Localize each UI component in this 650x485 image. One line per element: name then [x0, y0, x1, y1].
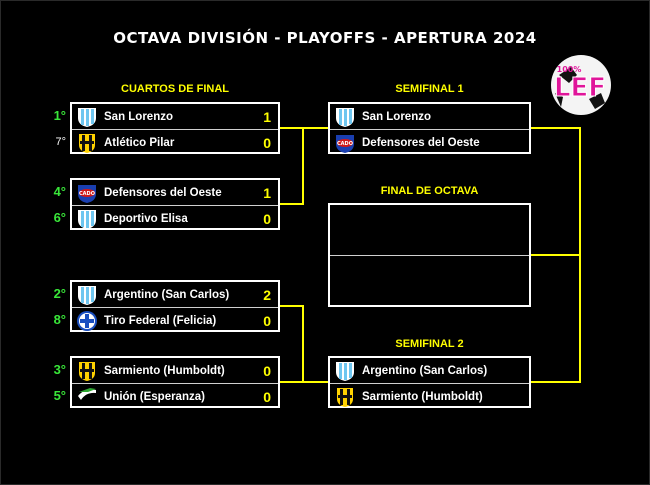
bracket-connector — [280, 381, 304, 383]
semifinal-match-2: Argentino (San Carlos) Sarmiento (Humbol… — [328, 356, 531, 408]
team-name: Atlético Pilar — [104, 136, 175, 149]
header-quarterfinals: CUARTOS DE FINAL — [121, 83, 229, 95]
bracket-connector — [280, 305, 304, 307]
match-row-home: San Lorenzo — [330, 104, 529, 130]
team-score: 0 — [263, 210, 271, 227]
team-score: 0 — [263, 362, 271, 379]
blue-red-crest-icon: CADO — [78, 184, 96, 203]
green-white-crest-icon — [78, 387, 96, 400]
team-name: San Lorenzo — [104, 110, 174, 123]
final-match — [328, 203, 531, 307]
quarterfinal-match-2: CADO Defensores del Oeste 1 Deportivo El… — [70, 178, 280, 230]
blue-cross-crest-icon — [77, 310, 97, 331]
bracket-connector — [531, 381, 581, 383]
team-name: Deportivo Elisa — [104, 212, 188, 225]
league-logo-icon: LEF 100% — [551, 55, 611, 115]
match-row-away: Atlético Pilar 0 — [72, 130, 278, 155]
sky-stripes-crest-icon — [78, 107, 96, 127]
match-row-away: Sarmiento (Humboldt) — [330, 384, 529, 409]
logo-badge: 100% — [557, 65, 582, 74]
bracket-connector — [531, 127, 581, 129]
quarterfinal-match-1: San Lorenzo 1 Atlético Pilar 0 — [70, 102, 280, 154]
bracket-connector — [531, 254, 581, 256]
seed-label: 6° — [53, 210, 66, 225]
bracket-connector — [302, 305, 304, 383]
match-row-home: Argentino (San Carlos) — [330, 358, 529, 384]
bracket-connector — [302, 381, 328, 383]
team-name: Unión (Esperanza) — [104, 390, 205, 403]
match-row-home: Sarmiento (Humboldt) 0 — [72, 358, 278, 384]
team-name: Argentino (San Carlos) — [104, 288, 230, 301]
seed-label: 1° — [53, 108, 66, 123]
team-name: San Lorenzo — [362, 110, 432, 123]
match-row-away: CADO Defensores del Oeste — [330, 130, 529, 155]
team-score: 1 — [263, 184, 271, 201]
seed-label: 7° — [55, 136, 66, 148]
sky-stripes-crest-icon — [78, 209, 96, 229]
team-score: 2 — [263, 286, 271, 303]
yellow-black-crest-icon — [79, 361, 95, 381]
match-row-home: San Lorenzo 1 — [72, 104, 278, 130]
sky-stripes-crest-icon — [78, 285, 96, 305]
team-name: Sarmiento (Humboldt) — [104, 364, 225, 377]
match-row-home: Argentino (San Carlos) 2 — [72, 282, 278, 308]
team-score: 0 — [263, 134, 271, 151]
final-divider — [330, 255, 529, 256]
team-name: Tiro Federal (Felicia) — [104, 314, 217, 327]
match-row-away: Deportivo Elisa 0 — [72, 206, 278, 231]
bracket-connector — [302, 127, 304, 205]
seed-label: 2° — [53, 286, 66, 301]
yellow-black-crest-icon — [337, 387, 353, 407]
header-final: FINAL DE OCTAVA — [380, 185, 479, 197]
svg-text:CADO: CADO — [337, 141, 353, 147]
logo-text: LEF — [554, 73, 606, 103]
team-name: Sarmiento (Humboldt) — [362, 390, 483, 403]
svg-text:CADO: CADO — [79, 191, 95, 197]
yellow-black-crest-icon — [79, 133, 95, 153]
bracket-connector — [280, 203, 304, 205]
match-row-home: CADO Defensores del Oeste 1 — [72, 180, 278, 206]
seed-label: 3° — [53, 362, 66, 377]
header-semifinal-1: SEMIFINAL 1 — [395, 83, 464, 95]
bracket-connector — [280, 127, 304, 129]
seed-label: 4° — [53, 184, 66, 199]
seed-label: 5° — [53, 388, 66, 403]
semifinal-match-1: San Lorenzo CADO Defensores del Oeste — [328, 102, 531, 154]
team-name: Defensores del Oeste — [104, 186, 222, 199]
match-row-away: Unión (Esperanza) 0 — [72, 384, 278, 409]
team-name: Defensores del Oeste — [362, 136, 480, 149]
team-score: 1 — [263, 108, 271, 125]
team-score: 0 — [263, 388, 271, 405]
match-row-away: Tiro Federal (Felicia) 0 — [72, 308, 278, 333]
sky-stripes-crest-icon — [336, 361, 354, 381]
bracket-connector — [302, 127, 328, 129]
team-name: Argentino (San Carlos) — [362, 364, 488, 377]
quarterfinal-match-4: Sarmiento (Humboldt) 0 Unión (Esperanza)… — [70, 356, 280, 408]
team-score: 0 — [263, 312, 271, 329]
quarterfinal-match-3: Argentino (San Carlos) 2 Tiro Federal (F… — [70, 280, 280, 332]
blue-red-crest-icon: CADO — [336, 134, 354, 153]
sky-stripes-crest-icon — [336, 107, 354, 127]
seed-label: 8° — [53, 312, 66, 327]
page-title: OCTAVA DIVISIÓN - PLAYOFFS - APERTURA 20… — [113, 29, 537, 47]
header-semifinal-2: SEMIFINAL 2 — [395, 338, 464, 350]
